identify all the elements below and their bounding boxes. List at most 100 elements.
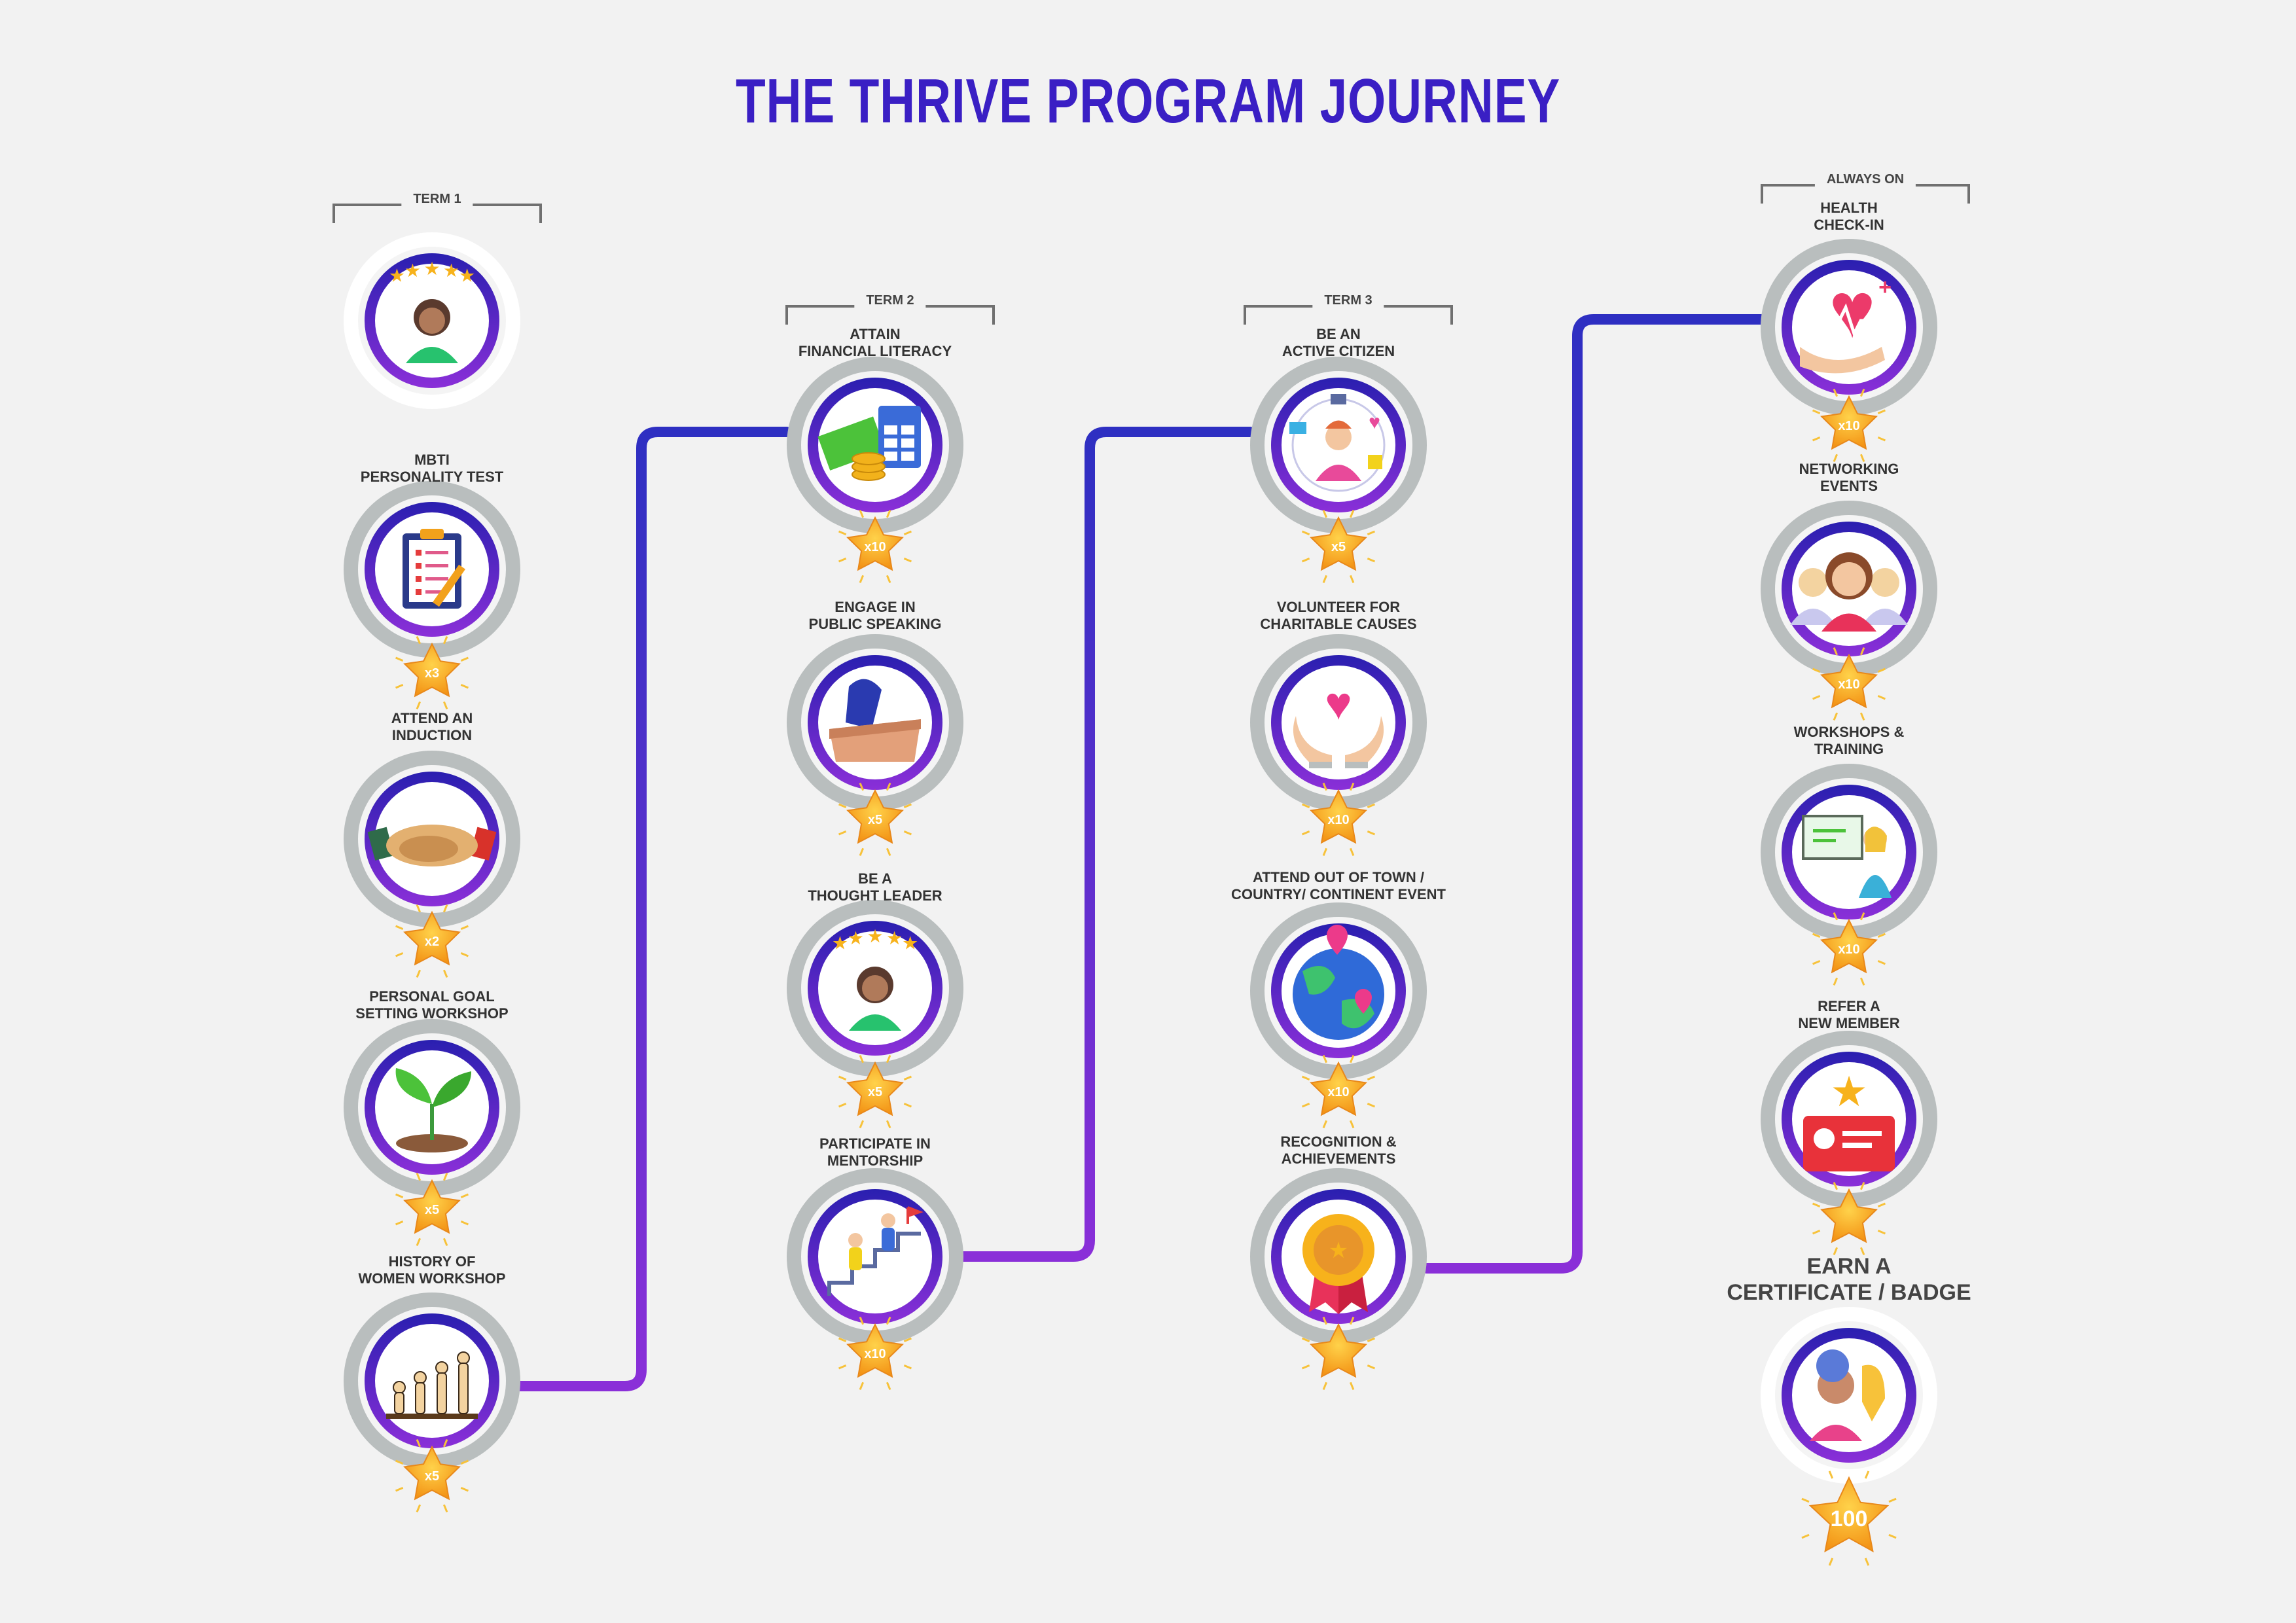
svg-text:★: ★: [848, 928, 864, 948]
star-badge: x10: [1301, 1054, 1376, 1129]
star-shape: [1310, 789, 1367, 844]
star-shape: [403, 642, 461, 698]
star-shape: [1820, 395, 1878, 450]
badge-multiplier: x10: [864, 540, 886, 554]
badge-multiplier: x2: [425, 935, 439, 949]
svg-text:★: ★: [902, 933, 918, 954]
citizen-network-icon: ♥: [1289, 394, 1386, 492]
badge-multiplier: x5: [868, 813, 882, 827]
presenter-board-icon: [1802, 815, 1892, 898]
svg-text:★: ★: [389, 266, 405, 286]
step-label: WORKSHOPS & TRAINING: [1793, 724, 1905, 757]
star-badge: x10: [1812, 647, 1886, 721]
journey-step-node[interactable]: x10: [1761, 764, 1937, 986]
journey-step-node[interactable]: ★★★★★x5: [787, 900, 963, 1129]
journey-step-node[interactable]: x10: [787, 357, 963, 584]
star-badge: x10: [838, 1316, 912, 1391]
medal-icon: ★: [1302, 1214, 1374, 1314]
woman-stars-icon: ★★★★★: [832, 926, 918, 1031]
journey-step-node[interactable]: x5: [344, 1019, 520, 1247]
journey-step-node[interactable]: x10: [1761, 501, 1937, 721]
svg-text:+: +: [1878, 275, 1892, 300]
evolution-icon: [386, 1351, 478, 1419]
journey-step-node[interactable]: x5: [787, 634, 963, 857]
svg-text:★: ★: [886, 928, 903, 948]
star-badge: [1812, 1181, 1886, 1256]
clipboard-checklist-icon: [403, 529, 465, 609]
star-badge: x10: [1301, 782, 1376, 857]
badge-multiplier: x10: [864, 1347, 886, 1361]
journey-step-node[interactable]: ♥ x5: [1250, 357, 1427, 584]
podium-speaker-icon: [829, 679, 921, 762]
star-badge: x5: [838, 782, 912, 857]
star-shape: [1820, 1188, 1878, 1243]
column-header: ALWAYS ON: [1761, 167, 1970, 206]
step-label: VOLUNTEER FOR CHARITABLE CAUSES: [1260, 599, 1417, 632]
step-label: ATTEND OUT OF TOWN / COUNTRY/ CONTINENT …: [1231, 869, 1446, 902]
star-badge: x5: [395, 1438, 469, 1513]
step-label: REFER A NEW MEMBER: [1798, 998, 1900, 1031]
badge-multiplier: 100: [1831, 1507, 1868, 1531]
journey-step-node[interactable]: x5: [344, 1293, 520, 1513]
journey-step-node[interactable]: ★: [1250, 1168, 1427, 1391]
star-shape: [1808, 1476, 1890, 1553]
star-badge: x2: [395, 904, 469, 978]
column-header-label: TERM 1: [401, 192, 473, 207]
star-shape: [403, 1179, 461, 1234]
woman-stars-icon: ★★★★★: [389, 259, 475, 363]
badge-multiplier: x5: [868, 1085, 882, 1099]
column-header-label: TERM 3: [1312, 293, 1384, 308]
star-shape: [846, 516, 904, 571]
column-header: TERM 1: [332, 187, 542, 226]
badge-multiplier: x10: [1838, 419, 1859, 433]
step-label: ATTEND AN INDUCTION: [391, 710, 473, 743]
journey-step-node[interactable]: x2: [344, 751, 520, 978]
step-label: ATTAIN FINANCIAL LITERACY: [798, 326, 952, 359]
badge-multiplier: x5: [1331, 540, 1346, 554]
step-label: PERSONAL GOAL SETTING WORKSHOP: [355, 988, 509, 1022]
journey-step-node[interactable]: x3: [344, 481, 520, 710]
star-badge: x3: [395, 635, 469, 710]
svg-text:★: ★: [404, 260, 421, 281]
hands-heart-icon: ♥: [1293, 678, 1384, 768]
node-core: [375, 1324, 489, 1438]
page-title: THE THRIVE PROGRAM JOURNEY: [735, 66, 1561, 136]
sprout-icon: [395, 1068, 471, 1152]
certificate-woman-icon: [1810, 1349, 1885, 1441]
step-label: HEALTH CHECK-IN: [1814, 200, 1884, 233]
star-shape: [846, 1061, 904, 1116]
journey-step-node[interactable]: ★★★★★: [344, 232, 520, 409]
member-card-icon: ★: [1803, 1068, 1895, 1171]
badge-multiplier: x3: [425, 666, 439, 681]
column-header-label: ALWAYS ON: [1814, 172, 1916, 187]
journey-step-node[interactable]: x10: [1250, 902, 1427, 1129]
journey-step-node[interactable]: x10: [787, 1168, 963, 1391]
badge-multiplier: x10: [1838, 942, 1859, 957]
svg-text:★: ★: [1329, 1238, 1348, 1263]
step-label: PARTICIPATE IN MENTORSHIP: [819, 1135, 931, 1169]
connector-line: [958, 427, 1255, 1262]
badge-multiplier: x10: [1327, 1085, 1349, 1099]
svg-text:★: ★: [423, 259, 440, 279]
badge-multiplier: x10: [1838, 677, 1859, 692]
star-shape: [1310, 1061, 1367, 1116]
step-label: RECOGNITION & ACHIEVEMENTS: [1280, 1133, 1397, 1167]
journey-step-node[interactable]: ♥ x10: [1250, 634, 1427, 857]
svg-text:★: ★: [867, 926, 883, 946]
step-label: EARN A CERTIFICATE / BADGE: [1727, 1254, 1971, 1305]
journey-step-node[interactable]: ★: [1761, 1031, 1937, 1256]
connector-line: [515, 427, 792, 1391]
journey-step-node[interactable]: 100: [1761, 1307, 1937, 1566]
star-badge: x10: [838, 509, 912, 584]
group-people-icon: [1790, 552, 1908, 632]
svg-text:★: ★: [832, 933, 848, 954]
column-header: TERM 2: [785, 288, 995, 327]
star-shape: [1820, 653, 1878, 709]
column-header: TERM 3: [1244, 288, 1453, 327]
step-label: BE AN ACTIVE CITIZEN: [1282, 326, 1395, 359]
star-badge: x5: [1301, 509, 1376, 584]
svg-text:♥: ♥: [1829, 266, 1875, 354]
badge-multiplier: x5: [425, 1203, 439, 1217]
journey-step-node[interactable]: ♥+ x10: [1761, 239, 1937, 463]
step-label: ENGAGE IN PUBLIC SPEAKING: [808, 599, 942, 632]
